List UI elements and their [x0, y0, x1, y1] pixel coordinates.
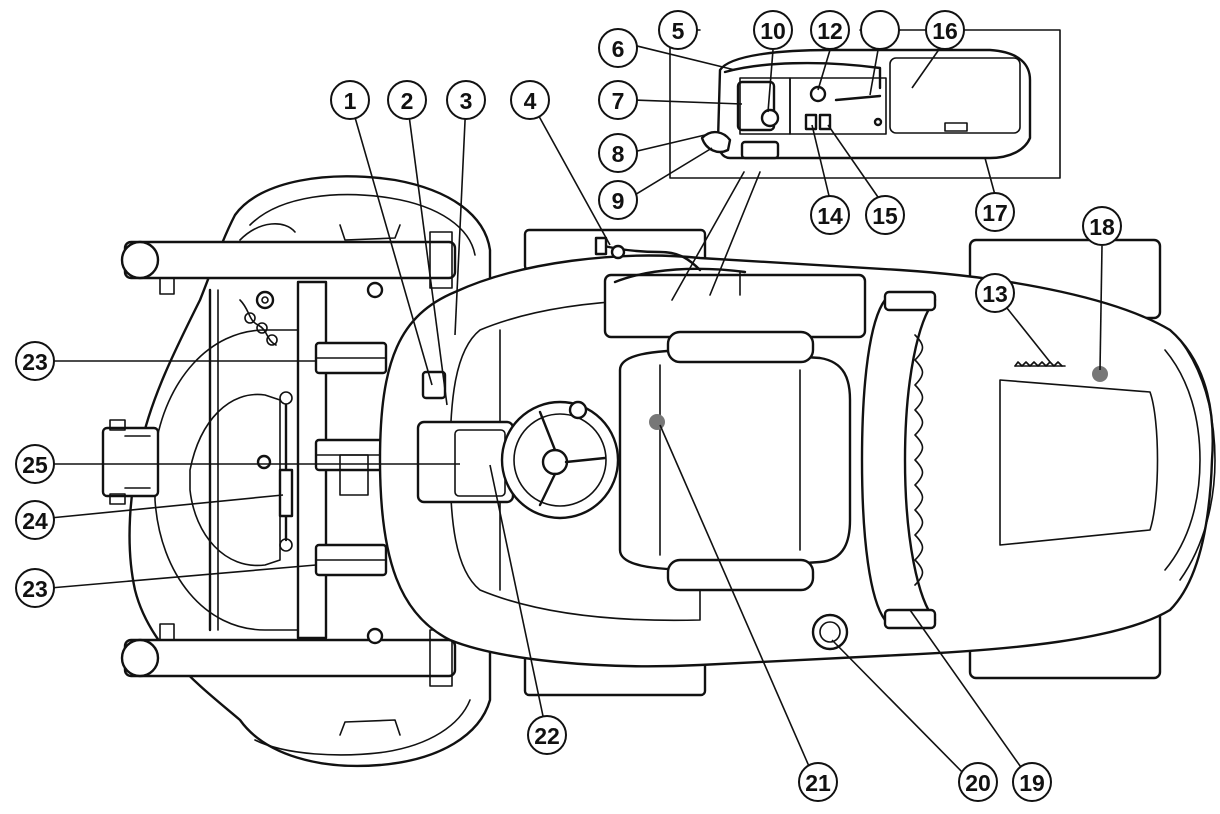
lube-point-icon-18 [1092, 366, 1108, 382]
svg-text:1: 1 [344, 88, 357, 114]
svg-text:12: 12 [817, 18, 843, 44]
svg-text:23: 23 [22, 349, 48, 375]
svg-text:20: 20 [965, 770, 991, 796]
lube-point-icon-21 [649, 414, 665, 430]
callout-12: 12 [810, 10, 850, 50]
callout-8: 8 [598, 133, 638, 173]
tractor-body [378, 84, 1216, 668]
callout-25: 25 [15, 444, 55, 484]
callout-10: 10 [753, 10, 793, 50]
leader-lines [49, 44, 1103, 781]
callout-14: 14 [810, 195, 850, 235]
callout-18: 18 [1082, 206, 1122, 246]
callout-6: 6 [598, 28, 638, 68]
svg-text:6: 6 [612, 36, 625, 62]
svg-text:10: 10 [760, 18, 786, 44]
callout-9: 9 [598, 180, 638, 220]
callout-23-lower: 23 [15, 568, 55, 608]
callout-13: 13 [975, 273, 1015, 313]
svg-text:5: 5 [672, 18, 685, 44]
callout-4: 4 [510, 80, 550, 120]
callout-19: 19 [1012, 762, 1052, 802]
callout-11 [860, 10, 900, 50]
callout-20: 20 [958, 762, 998, 802]
callout-1: 1 [330, 80, 370, 120]
callout-24: 24 [15, 500, 55, 540]
svg-text:9: 9 [612, 188, 625, 214]
callout-16: 16 [925, 10, 965, 50]
callout-5: 5 [658, 10, 698, 50]
svg-text:4: 4 [524, 88, 537, 114]
svg-text:23: 23 [22, 576, 48, 602]
svg-text:24: 24 [22, 508, 48, 534]
svg-text:7: 7 [612, 88, 625, 114]
svg-text:18: 18 [1089, 214, 1115, 240]
svg-text:2: 2 [401, 88, 414, 114]
svg-text:13: 13 [982, 281, 1008, 307]
svg-text:17: 17 [982, 200, 1008, 226]
callout-2: 2 [387, 80, 427, 120]
svg-text:16: 16 [932, 18, 958, 44]
callout-15: 15 [865, 195, 905, 235]
callout-17: 17 [975, 192, 1015, 232]
callout-21: 21 [798, 762, 838, 802]
svg-text:3: 3 [460, 88, 473, 114]
callout-22: 22 [527, 715, 567, 755]
svg-text:14: 14 [817, 203, 843, 229]
callout-3: 3 [446, 80, 486, 120]
svg-text:22: 22 [534, 723, 560, 749]
svg-text:8: 8 [612, 141, 625, 167]
svg-text:15: 15 [872, 203, 898, 229]
svg-text:19: 19 [1019, 770, 1045, 796]
svg-text:25: 25 [22, 452, 48, 478]
callout-7: 7 [598, 80, 638, 120]
mower-deck [101, 175, 492, 768]
svg-text:21: 21 [805, 770, 831, 796]
callout-23-upper: 23 [15, 341, 55, 381]
